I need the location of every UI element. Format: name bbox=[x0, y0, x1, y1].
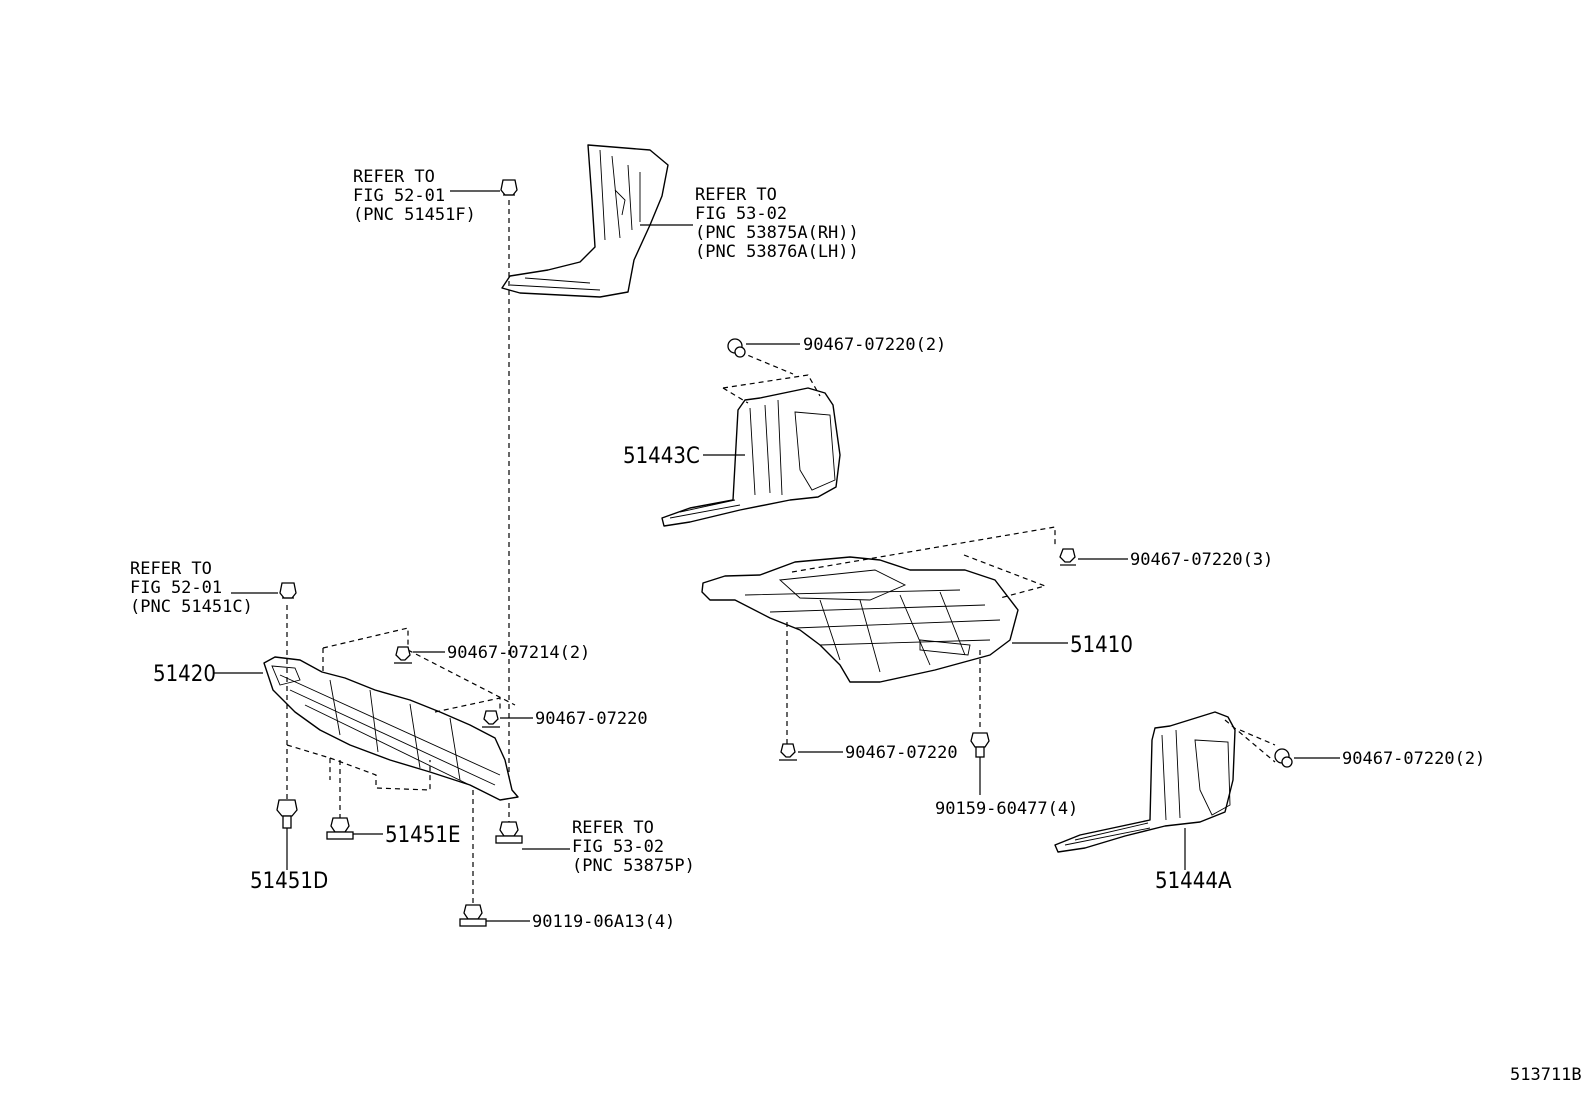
grommet-icon bbox=[779, 743, 797, 761]
engine-undercover-51410 bbox=[701, 556, 1019, 683]
refer-callout-line: (PNC 51451F) bbox=[353, 205, 476, 225]
part-number-label: 51443C bbox=[623, 444, 700, 469]
bolt-icon bbox=[970, 732, 990, 758]
splash-shield-51443c bbox=[661, 387, 841, 527]
fastener-label: 90119-06A13(4) bbox=[532, 912, 675, 932]
splash-shield-51444a bbox=[1054, 711, 1236, 853]
bolt-icon bbox=[326, 817, 354, 840]
refer-callout-line: (PNC 53875P) bbox=[572, 856, 695, 876]
front-lower-cover-51420 bbox=[263, 656, 519, 801]
part-number-label: 51444A bbox=[1155, 869, 1232, 894]
refer-callout-line: (PNC 51451C) bbox=[130, 597, 253, 617]
grommet-icon bbox=[482, 710, 500, 728]
refer-callout-line: FIG 52-01 bbox=[353, 186, 445, 206]
fastener-label: 90467-07214(2) bbox=[447, 643, 590, 663]
refer-callout-line: REFER TO bbox=[695, 185, 777, 205]
fastener-label: 90159-60477(4) bbox=[935, 799, 1078, 819]
grommet-icon bbox=[727, 338, 746, 358]
refer-callout-line: (PNC 53876A(LH)) bbox=[695, 242, 859, 262]
fastener-label: 90467-07220(3) bbox=[1130, 550, 1273, 570]
clip-icon bbox=[279, 582, 297, 599]
refer-callout-line: FIG 53-02 bbox=[695, 204, 787, 224]
part-number-label: 51451D bbox=[250, 869, 328, 894]
clip-icon bbox=[500, 179, 518, 196]
grommet-icon bbox=[394, 646, 412, 664]
refer-callout-line: REFER TO bbox=[572, 818, 654, 838]
refer-callout-line: REFER TO bbox=[353, 167, 435, 187]
grommet-icon bbox=[1059, 548, 1076, 566]
refer-callout-line: FIG 53-02 bbox=[572, 837, 664, 857]
diagram-id: 513711B bbox=[1510, 1065, 1582, 1085]
bolt-icon bbox=[495, 821, 523, 844]
part-number-label: 51451E bbox=[385, 823, 460, 848]
fender-liner-part bbox=[501, 144, 669, 298]
grommet-icon bbox=[1274, 748, 1293, 768]
refer-callout-line: FIG 52-01 bbox=[130, 578, 222, 598]
part-number-label: 51410 bbox=[1070, 633, 1133, 658]
fastener-label: 90467-07220 bbox=[845, 743, 958, 763]
bolt-icon bbox=[276, 799, 298, 829]
bolt-icon bbox=[459, 904, 487, 927]
refer-callout-line: REFER TO bbox=[130, 559, 212, 579]
fastener-label: 90467-07220 bbox=[535, 709, 648, 729]
fastener-label: 90467-07220(2) bbox=[803, 335, 946, 355]
refer-callout-line: (PNC 53875A(RH)) bbox=[695, 223, 859, 243]
part-number-label: 51420 bbox=[153, 662, 216, 687]
fastener-label: 90467-07220(2) bbox=[1342, 749, 1485, 769]
